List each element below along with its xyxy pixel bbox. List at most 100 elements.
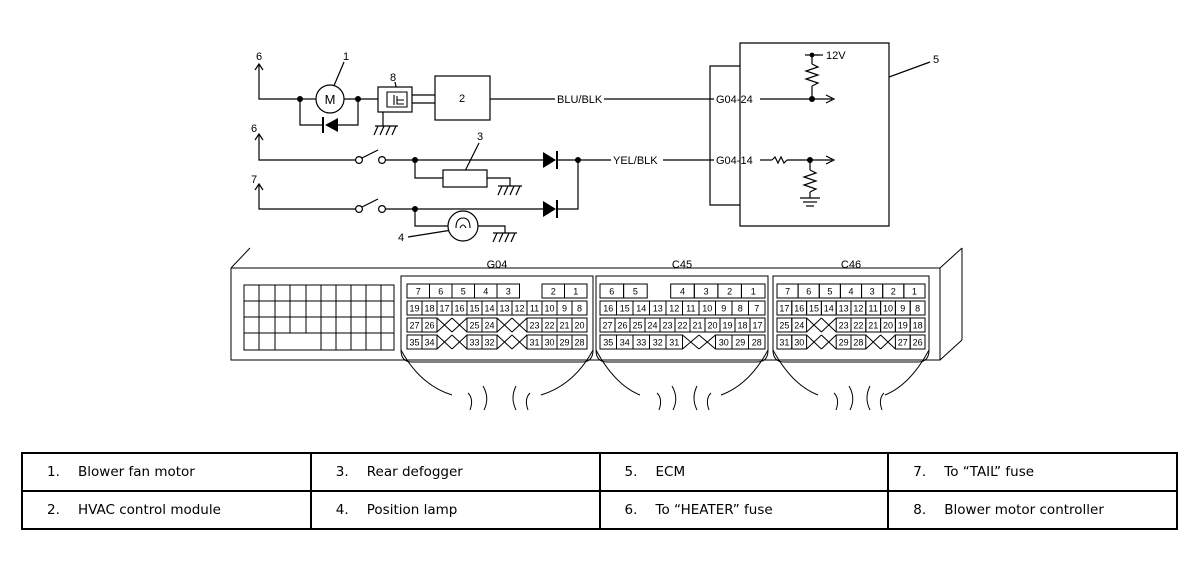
connector-pin-label: 19 xyxy=(898,321,908,331)
callout-1: 1 xyxy=(343,51,349,63)
connector-pin-cell xyxy=(564,283,588,299)
connector-blank-pin xyxy=(806,317,822,333)
connector-pin-label: 15 xyxy=(620,304,630,314)
connector-pin-label: 12 xyxy=(853,304,863,314)
wiring-diagram: M 6 6 7 1 8 2 3 4 5 BLU/BLK YEL/BLK G04-… xyxy=(230,42,963,411)
ecm-pin-g04-14: G04-14 xyxy=(716,155,753,167)
connector-pin-label: 8 xyxy=(738,304,743,314)
connector-pin-label: 5 xyxy=(461,287,466,297)
legend-cell: 8.Blower motor controller xyxy=(887,490,1178,530)
connector-blank-pin xyxy=(496,334,513,350)
connector-pin-label: 12 xyxy=(669,304,679,314)
connector-pin-label: 34 xyxy=(424,338,434,348)
connector-pin-label: 20 xyxy=(707,321,717,331)
connector-pin-label: 33 xyxy=(636,338,646,348)
connector-pin-label: 28 xyxy=(752,338,762,348)
connector-pin-label: 4 xyxy=(680,287,685,297)
ecm-supply-12v: 12V xyxy=(826,50,846,62)
connector-pin-label: 27 xyxy=(602,321,612,331)
connector-pin-label: 1 xyxy=(751,287,756,297)
connector-pin-label: 35 xyxy=(409,338,419,348)
connector-pin-label: 6 xyxy=(438,287,443,297)
connector-pin-label: 15 xyxy=(809,304,819,314)
connector-pin-label: 23 xyxy=(662,321,672,331)
callout-8: 8 xyxy=(390,72,396,84)
connector-pin-label: 14 xyxy=(484,304,494,314)
connector-blank-pin xyxy=(511,334,528,350)
connector-pin-label: 30 xyxy=(544,338,554,348)
connector-pin-label: 27 xyxy=(898,338,908,348)
connector-pin-cell xyxy=(850,334,867,350)
connector-pin-label: 13 xyxy=(839,304,849,314)
connector-pin-label: 27 xyxy=(409,321,419,331)
connector-pin-label: 1 xyxy=(573,287,578,297)
connector-pin-label: 28 xyxy=(853,338,863,348)
terminal-6-top: 6 xyxy=(256,51,262,63)
legend-cell: 7.To “TAIL” fuse xyxy=(887,452,1178,492)
connector-pin-label: 3 xyxy=(704,287,709,297)
connector-pin-label: 7 xyxy=(785,287,790,297)
connector-g04-title: G04 xyxy=(487,259,508,271)
connector-pin-label: 34 xyxy=(620,338,630,348)
connector-pin-label: 30 xyxy=(719,338,729,348)
connector-pin-label: 24 xyxy=(647,321,657,331)
connector-pin-label: 5 xyxy=(633,287,638,297)
connector-pin-label: 11 xyxy=(530,304,539,314)
connector-c45-title: C45 xyxy=(672,259,692,271)
connector-pin-label: 21 xyxy=(559,321,569,331)
connector-pin-label: 2 xyxy=(551,287,556,297)
connector-pin-cell xyxy=(481,317,498,333)
connector-blank-pin xyxy=(821,317,837,333)
connector-pin-cell xyxy=(909,317,926,333)
connector-blank-pin xyxy=(880,334,896,350)
legend-row: 1.Blower fan motor 3.Rear defogger 5.ECM… xyxy=(21,452,1178,492)
connector-pin-label: 14 xyxy=(636,304,646,314)
connector-pin-label: 29 xyxy=(839,338,849,348)
connector-pin-label: 20 xyxy=(574,321,584,331)
callout-5: 5 xyxy=(933,54,939,66)
connector-pin-label: 22 xyxy=(853,321,863,331)
connector-pin-cell xyxy=(571,317,588,333)
connector-pin-label: 19 xyxy=(409,304,419,314)
connector-pin-cell xyxy=(665,334,683,350)
connector-blank-pin xyxy=(436,334,453,350)
connector-pin-cell xyxy=(903,283,926,299)
connector-pin-label: 9 xyxy=(562,304,567,314)
connector-pin-label: 20 xyxy=(883,321,893,331)
connector-blank-pin xyxy=(865,334,881,350)
connector-pin-label: 18 xyxy=(913,321,923,331)
connector-pin-label: 18 xyxy=(737,321,747,331)
connector-pin-label: 31 xyxy=(779,338,789,348)
connector-pin-label: 10 xyxy=(544,304,554,314)
connector-pin-label: 4 xyxy=(848,287,853,297)
connector-pin-label: 17 xyxy=(779,304,789,314)
connector-pin-label: 21 xyxy=(692,321,702,331)
connector-pin-label: 3 xyxy=(870,287,875,297)
callout-3: 3 xyxy=(477,131,483,143)
connector-blank-pin xyxy=(496,317,513,333)
connector-pin-label: 2 xyxy=(891,287,896,297)
connector-pin-label: 22 xyxy=(677,321,687,331)
connector-pin-label: 18 xyxy=(424,304,434,314)
connector-pin-label: 16 xyxy=(454,304,464,314)
connector-blank-pin xyxy=(682,334,700,350)
connector-pin-label: 19 xyxy=(722,321,732,331)
callout-2: 2 xyxy=(459,93,465,105)
connector-pin-label: 33 xyxy=(469,338,479,348)
connector-pin-label: 21 xyxy=(868,321,878,331)
connector-pin-label: 26 xyxy=(913,338,923,348)
connector-pin-label: 6 xyxy=(609,287,614,297)
connector-blank-pin xyxy=(451,317,468,333)
connector-c46-title: C46 xyxy=(841,259,861,271)
legend-cell: 1.Blower fan motor xyxy=(21,452,312,492)
connector-pin-label: 1 xyxy=(912,287,917,297)
connector-pin-label: 4 xyxy=(483,287,488,297)
connector-pin-cell xyxy=(749,317,766,333)
connector-pin-label: 32 xyxy=(484,338,494,348)
legend-cell: 6.To “HEATER” fuse xyxy=(598,490,890,530)
connector-pin-label: 7 xyxy=(754,304,759,314)
connector-pin-cell xyxy=(571,334,588,350)
connector-pin-label: 11 xyxy=(686,304,695,314)
connector-pin-label: 35 xyxy=(603,338,613,348)
connector-pin-label: 13 xyxy=(653,304,663,314)
